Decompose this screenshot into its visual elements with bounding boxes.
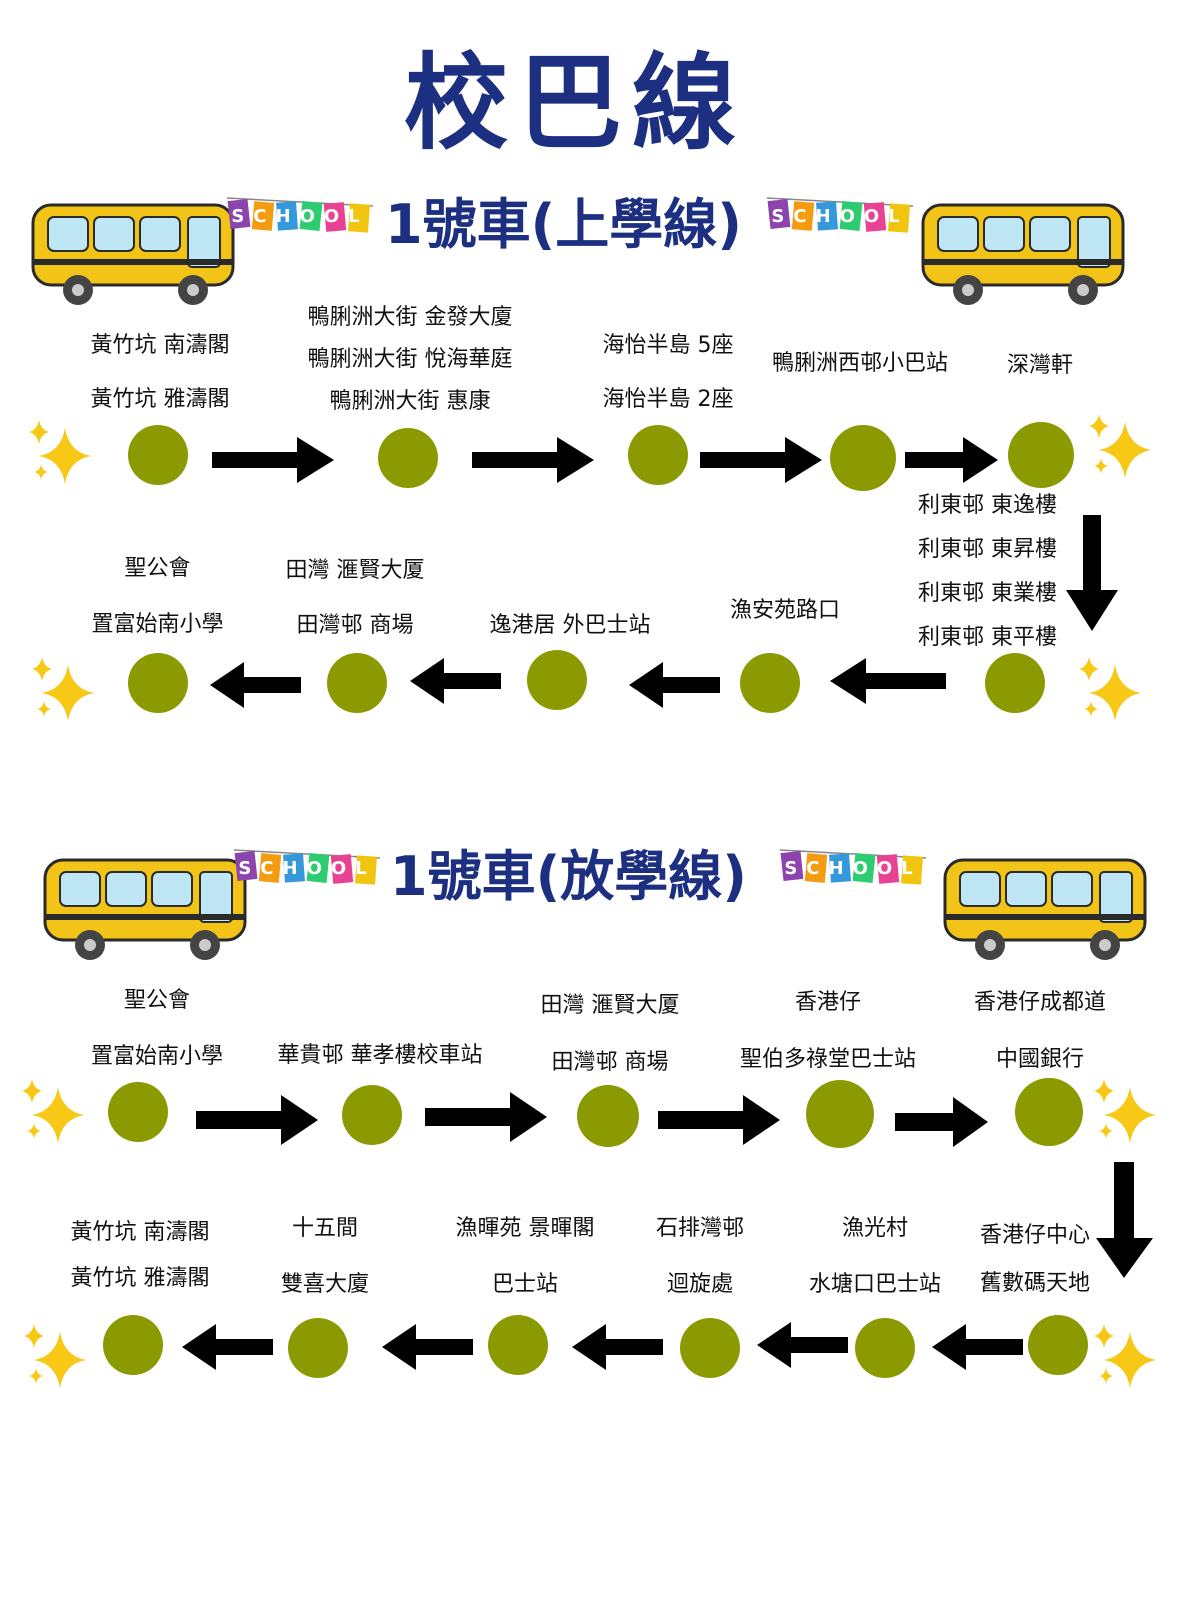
arrow-right-icon bbox=[895, 1097, 988, 1147]
arrow-left-icon bbox=[629, 662, 720, 708]
route-heading: 1號車(放學線) bbox=[390, 845, 747, 908]
banner-text: SCHOOL bbox=[238, 858, 375, 879]
stop-marker bbox=[128, 425, 188, 485]
arrow-down-icon bbox=[1096, 1162, 1153, 1278]
banner-text: SCHOOL bbox=[231, 206, 368, 227]
route-heading: 1號車(上學線) bbox=[385, 193, 742, 256]
banner-text: SCHOOL bbox=[771, 206, 908, 227]
stop-label: 聖公會置富始南小學 bbox=[91, 556, 224, 637]
stop-label: 逸港居 外巴士站 bbox=[489, 613, 651, 638]
stop-label: 石排灣邨迴旋處 bbox=[655, 1216, 744, 1297]
stop-label: 田灣 滙賢大厦田灣邨 商場 bbox=[540, 993, 680, 1075]
arrow-left-icon bbox=[757, 1322, 848, 1368]
school-banner-icon: SCHOOL bbox=[226, 197, 374, 233]
arrow-right-icon bbox=[658, 1095, 780, 1145]
arrow-right-icon bbox=[700, 437, 822, 483]
stop-marker bbox=[830, 425, 896, 491]
arrow-right-icon bbox=[905, 437, 998, 483]
banner-text: SCHOOL bbox=[784, 858, 921, 879]
stop-label: 聖公會置富始南小學 bbox=[90, 988, 223, 1069]
stop-marker bbox=[740, 653, 800, 713]
school-banner-icon: SCHOOL bbox=[766, 197, 914, 233]
stop-marker bbox=[1028, 1315, 1088, 1375]
sparkle-icon bbox=[1089, 414, 1151, 478]
stop-label: 漁安苑路口 bbox=[729, 598, 840, 623]
sparkle-icon bbox=[1094, 1079, 1156, 1143]
sparkle-icon bbox=[24, 1324, 86, 1388]
arrow-left-icon bbox=[410, 658, 501, 704]
sparkle-icon bbox=[1094, 1324, 1156, 1388]
stop-label: 海怡半島 5座海怡半島 2座 bbox=[602, 333, 734, 412]
stop-marker bbox=[378, 428, 438, 488]
stop-marker bbox=[628, 425, 688, 485]
school-bus-icon bbox=[943, 858, 1147, 960]
stop-marker bbox=[680, 1318, 740, 1378]
arrow-right-icon bbox=[425, 1092, 547, 1142]
school-banner-icon: SCHOOL bbox=[233, 849, 381, 885]
stop-marker bbox=[1008, 422, 1074, 488]
arrow-left-icon bbox=[210, 662, 301, 708]
sparkle-icon bbox=[29, 420, 91, 484]
stop-marker bbox=[577, 1085, 639, 1147]
stop-label: 香港仔成都道中國銀行 bbox=[973, 990, 1106, 1072]
stop-label: 鴨脷洲大街 金發大廈鴨脷洲大街 悅海華庭鴨脷洲大街 惠康 bbox=[307, 305, 513, 414]
stop-marker bbox=[985, 653, 1045, 713]
stop-label: 鴨脷洲西邨小巴站 bbox=[771, 351, 948, 376]
stop-label: 利東邨 東逸樓利東邨 東昇樓利東邨 東業樓利東邨 東平樓 bbox=[918, 493, 1057, 650]
stop-label: 深灣軒 bbox=[1006, 353, 1073, 378]
stop-marker bbox=[128, 653, 188, 713]
arrow-right-icon bbox=[212, 437, 334, 483]
stop-label: 漁暉苑 景暉閣巴士站 bbox=[455, 1216, 595, 1297]
stop-marker bbox=[527, 650, 587, 710]
arrow-left-icon bbox=[830, 658, 946, 704]
sparkle-icon bbox=[32, 657, 94, 721]
stop-label: 華貴邨 華孝樓校車站 bbox=[277, 1043, 483, 1068]
arrow-down-icon bbox=[1066, 515, 1118, 631]
arrow-left-icon bbox=[572, 1324, 663, 1370]
stop-marker bbox=[488, 1315, 548, 1375]
stop-label: 黃竹坑 南濤閣黃竹坑 雅濤閣 bbox=[70, 1220, 210, 1291]
school-banner-icon: SCHOOL bbox=[779, 849, 927, 885]
stop-label: 十五間雙喜大廈 bbox=[280, 1216, 369, 1297]
school-bus-icon bbox=[31, 203, 235, 305]
stop-marker bbox=[327, 653, 387, 713]
school-bus-icon bbox=[43, 858, 247, 960]
stop-label: 黃竹坑 南濤閣黃竹坑 雅濤閣 bbox=[90, 333, 230, 412]
arrow-left-icon bbox=[932, 1324, 1023, 1370]
arrow-right-icon bbox=[472, 437, 594, 483]
page-title: 校巴線 bbox=[403, 42, 746, 164]
stop-marker bbox=[806, 1080, 874, 1148]
arrow-left-icon bbox=[182, 1324, 273, 1370]
stop-marker bbox=[1015, 1078, 1083, 1146]
sparkle-icon bbox=[1079, 657, 1141, 721]
stop-marker bbox=[103, 1315, 163, 1375]
stop-marker bbox=[288, 1318, 348, 1378]
stop-marker bbox=[342, 1085, 402, 1145]
stop-marker bbox=[855, 1318, 915, 1378]
school-bus-icon bbox=[921, 203, 1125, 305]
stop-label: 漁光村水塘口巴士站 bbox=[808, 1216, 941, 1297]
arrow-left-icon bbox=[382, 1324, 473, 1370]
sparkle-icon bbox=[22, 1079, 84, 1143]
arrow-right-icon bbox=[196, 1095, 318, 1145]
stop-marker bbox=[108, 1082, 168, 1142]
stop-label: 香港仔聖伯多祿堂巴士站 bbox=[739, 990, 916, 1072]
stop-label: 田灣 滙賢大厦田灣邨 商場 bbox=[285, 558, 425, 638]
stop-label: 香港仔中心舊數碼天地 bbox=[979, 1223, 1090, 1296]
